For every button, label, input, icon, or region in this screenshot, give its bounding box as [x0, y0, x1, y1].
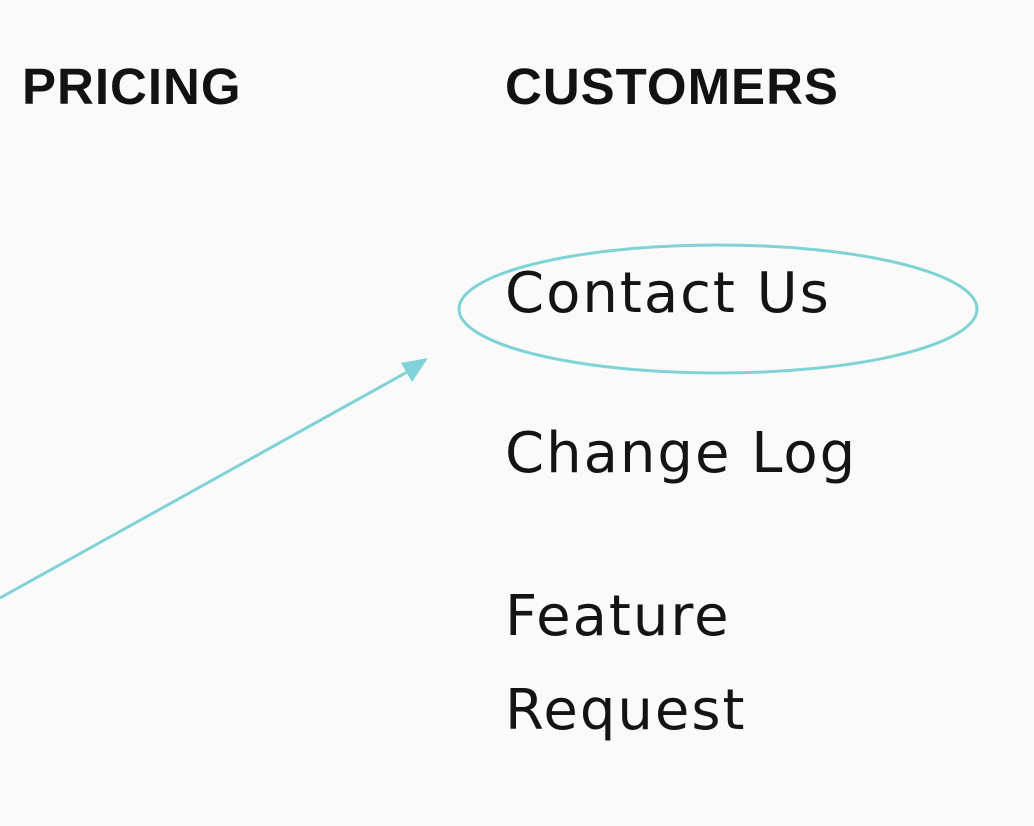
- nav-link-customers[interactable]: CUSTOMERS: [505, 58, 839, 115]
- contact-us-link[interactable]: Contact Us: [505, 261, 831, 326]
- change-log-link[interactable]: Change Log: [505, 421, 858, 486]
- arrow-shaft: [0, 364, 419, 600]
- feature-request-link[interactable]: Feature Request: [505, 584, 747, 743]
- arrow-head-icon: [401, 358, 428, 382]
- nav-link-pricing[interactable]: PRICING: [22, 58, 242, 115]
